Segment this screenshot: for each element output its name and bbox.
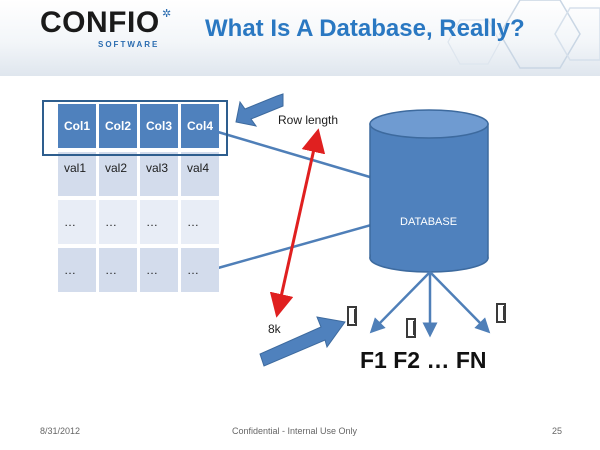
database-cylinder <box>369 109 489 273</box>
footer-date: 8/31/2012 <box>40 426 81 436</box>
table-cell: … <box>181 200 219 244</box>
row-length-label: Row length <box>278 113 339 127</box>
row-length-arrow <box>269 128 326 318</box>
header-decoration <box>447 0 600 69</box>
table-cell: … <box>99 248 137 292</box>
table-cell: … <box>58 248 96 292</box>
logo-text: CONFIO <box>40 6 160 39</box>
files-label: F1 F2 … FN <box>360 347 487 373</box>
confio-logo: CONFIO ✲ SOFTWARE <box>40 6 176 52</box>
file-arrow-3 <box>429 271 491 334</box>
connector-line-top <box>217 130 381 182</box>
logo-subtext: SOFTWARE <box>98 40 160 49</box>
block-size-label: 8k <box>268 322 281 336</box>
table-cell: … <box>140 248 178 292</box>
pointer-arrow-8k <box>259 316 346 367</box>
file-icon <box>496 303 506 323</box>
pointer-arrow-header <box>235 93 284 127</box>
file-arrow-1 <box>369 271 431 334</box>
column-header: Col1 <box>58 104 96 148</box>
table-cell: … <box>140 200 178 244</box>
table-cell: … <box>181 248 219 292</box>
column-header: Col3 <box>140 104 178 148</box>
footer-confidential: Confidential - Internal Use Only <box>232 426 358 436</box>
table-cell: val3 <box>140 152 178 196</box>
table-cell: val1 <box>58 152 96 196</box>
footer-page-number: 25 <box>552 426 563 436</box>
table-cell: … <box>58 200 96 244</box>
file-icon <box>347 306 357 326</box>
table-cell: val2 <box>99 152 137 196</box>
table-cell: val4 <box>181 152 219 196</box>
column-header: Col2 <box>99 104 137 148</box>
table-grid: Col1 Col2 Col3 Col4 val1 val2 val3 val4 … <box>58 104 220 296</box>
column-header: Col4 <box>181 104 219 148</box>
database-label: DATABASE <box>400 216 458 228</box>
header-row-highlight <box>42 100 228 156</box>
table-cell: … <box>99 200 137 244</box>
file-icon <box>406 318 416 338</box>
header-band: CONFIO ✲ SOFTWARE What Is A Database, Re… <box>0 0 600 76</box>
slide-title: What Is A Database, Really? <box>205 15 525 42</box>
connector-line-bottom <box>217 220 383 270</box>
logo-star-icon: ✲ <box>162 8 172 20</box>
